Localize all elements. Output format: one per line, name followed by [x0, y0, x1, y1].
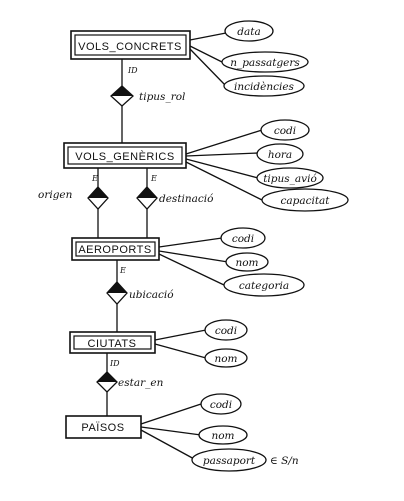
- passaport-domain-label: ∈ S/n: [270, 455, 299, 467]
- relationship-label-tipus-rol: tipus_rol: [139, 91, 185, 103]
- svg-text:codi: codi: [232, 233, 254, 245]
- relationship-estar-en: [96, 371, 118, 393]
- svg-text:codi: codi: [215, 325, 237, 337]
- svg-text:incidències: incidències: [234, 81, 295, 93]
- relationship-tipus-rol: [110, 85, 134, 107]
- svg-text:n_passatgers: n_passatgers: [230, 57, 300, 69]
- relationship-ubicacio: [106, 281, 128, 305]
- entity-ciutats-label: CIUTATS: [88, 338, 137, 350]
- svg-text:hora: hora: [268, 149, 292, 161]
- entity-aeroports: AEROPORTS: [71, 237, 160, 261]
- attribute-n-passatgers: n_passatgers: [221, 51, 309, 73]
- attribute-pa-passaport: passaport: [191, 448, 267, 472]
- entity-aeroports-label: AEROPORTS: [78, 244, 151, 256]
- attribute-ci-codi: codi: [204, 319, 248, 341]
- attribute-pa-codi: codi: [200, 393, 242, 415]
- relationship-origen: [87, 186, 109, 210]
- relationship-label-destinacio: destinació: [159, 193, 213, 205]
- entity-vols-concrets: VOLS_CONCRETS: [70, 30, 191, 60]
- svg-text:nom: nom: [211, 430, 234, 442]
- attribute-vg-codi: codi: [260, 119, 310, 141]
- marker-e-destinacio: E: [150, 174, 157, 183]
- entity-vols-generics-label: VOLS_GENÈRICS: [75, 150, 174, 163]
- relationship-label-estar-en: estar_en: [118, 377, 164, 389]
- entity-paisos-label: PAÏSOS: [81, 422, 124, 434]
- entity-vols-concrets-label: VOLS_CONCRETS: [78, 41, 182, 53]
- svg-text:nom: nom: [235, 257, 258, 269]
- marker-id-estar-en: ID: [109, 359, 120, 368]
- marker-e-origen: E: [91, 174, 98, 183]
- relationship-label-origen: origen: [38, 189, 73, 201]
- attribute-incidencies: incidències: [223, 75, 305, 97]
- marker-e-ubicacio: E: [119, 266, 126, 275]
- svg-text:nom: nom: [214, 353, 237, 365]
- attribute-ci-nom: nom: [204, 348, 248, 368]
- attribute-vg-hora: hora: [256, 143, 304, 165]
- svg-text:passaport: passaport: [203, 455, 256, 467]
- attribute-ae-codi: codi: [220, 227, 266, 249]
- entity-vols-generics: VOLS_GENÈRICS: [63, 142, 187, 169]
- attribute-vg-capacitat: capacitat: [261, 188, 349, 212]
- attribute-ae-categoria: categoria: [223, 273, 305, 297]
- svg-text:codi: codi: [274, 125, 296, 137]
- attribute-vg-tipus-avio: tipus_avió: [256, 167, 324, 189]
- svg-text:capacitat: capacitat: [280, 195, 330, 207]
- attribute-pa-nom: nom: [198, 425, 248, 445]
- entity-ciutats: CIUTATS: [69, 331, 156, 354]
- entity-paisos: PAÏSOS: [65, 415, 142, 439]
- svg-text:codi: codi: [210, 399, 232, 411]
- marker-id-tipus-rol: ID: [127, 66, 138, 75]
- attribute-data: data: [224, 20, 274, 42]
- svg-text:tipus_avió: tipus_avió: [263, 173, 317, 185]
- svg-text:categoria: categoria: [239, 280, 289, 292]
- relationship-destinacio: [136, 186, 158, 210]
- relationship-label-ubicacio: ubicació: [129, 289, 174, 301]
- attribute-ae-nom: nom: [225, 252, 269, 272]
- svg-text:data: data: [237, 26, 260, 38]
